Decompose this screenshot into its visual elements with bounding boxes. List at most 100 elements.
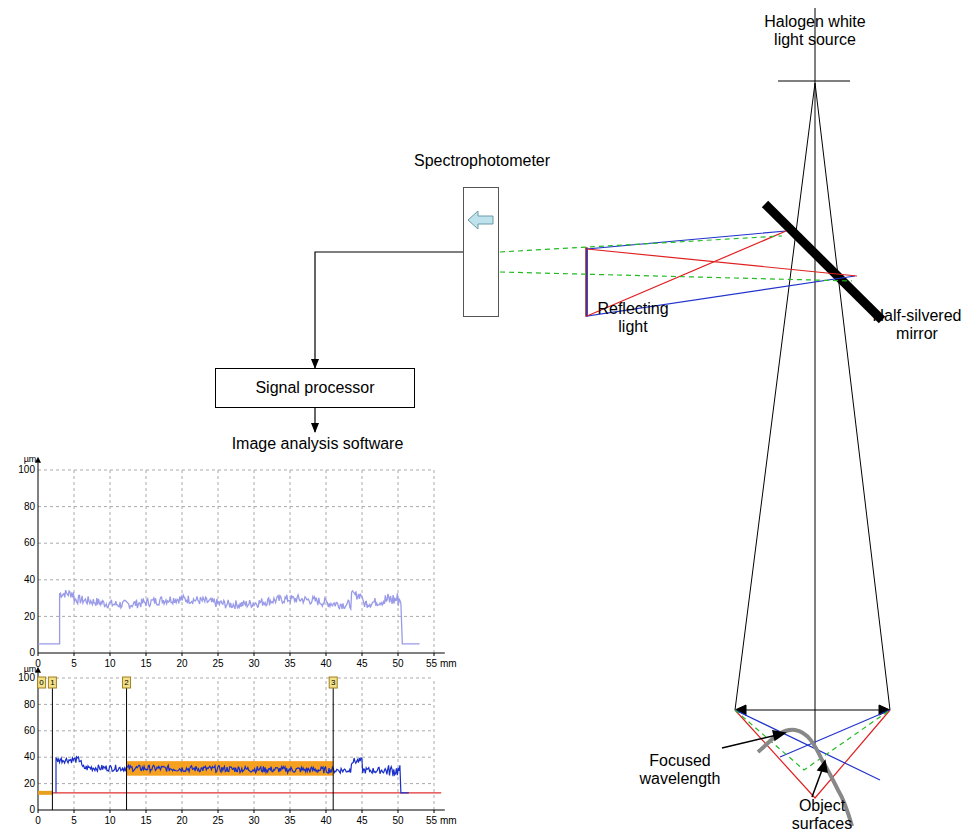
surface-label: Object surfaces: [782, 797, 862, 834]
grid-line: [182, 678, 183, 810]
spectrophotometer-box: Spectrophotometer: [463, 187, 499, 317]
grid-line: [110, 678, 111, 810]
x-tick-label: 35: [284, 815, 295, 827]
grid-line: [182, 470, 183, 653]
cursor-flag: [329, 677, 337, 688]
cursor-line: [126, 678, 127, 810]
cursor-number: 1: [50, 678, 54, 687]
grid-line: [38, 543, 434, 544]
cursor-flag: [38, 677, 46, 688]
x-tick-label: 40: [320, 658, 331, 670]
grid-line: [254, 470, 255, 653]
grid-line: [38, 579, 434, 580]
tick: [326, 810, 327, 813]
grid-line: [38, 616, 434, 617]
tick: [218, 653, 219, 656]
node-text: Image analysis software: [232, 435, 404, 453]
tick: [326, 653, 327, 656]
cursor-number: 0: [39, 678, 43, 687]
node-text: Spectrophotometer: [414, 152, 550, 170]
x-tick-label: 50: [392, 658, 403, 670]
grid-line: [38, 783, 434, 784]
mirror-label: Half-silvered mirror: [870, 307, 965, 344]
x-tick-label: 5: [71, 658, 77, 670]
tick: [74, 810, 75, 813]
profile-curve: [56, 757, 409, 793]
grid-line: [218, 678, 219, 810]
x-tick-label: 50: [392, 815, 403, 827]
y-tick-label: 80: [24, 501, 35, 513]
tick: [398, 810, 399, 813]
tick: [398, 653, 399, 656]
grid-line: [398, 678, 399, 810]
tick: [218, 810, 219, 813]
x-tick-label: 20: [176, 658, 187, 670]
tick: [434, 810, 435, 813]
grid-line: [362, 678, 363, 810]
tick: [254, 653, 255, 656]
y-tick-label: 100: [18, 672, 35, 684]
profile-curve: [38, 590, 420, 644]
y-tick-label: 20: [24, 611, 35, 623]
cursor-flag: [123, 677, 131, 688]
grid-line: [74, 470, 75, 653]
grid-line: [38, 678, 434, 679]
x-tick-label: 45: [356, 658, 367, 670]
tick: [38, 653, 39, 656]
grid-line: [38, 506, 434, 507]
focus-label: Focused wavelength: [633, 752, 728, 789]
tick: [182, 810, 183, 813]
grid-line: [146, 470, 147, 653]
x-tick-label: 25: [212, 658, 223, 670]
grid-line: [74, 678, 75, 810]
cursor-flag: [48, 677, 56, 688]
x-tick-label: 40: [320, 815, 331, 827]
y-axis: [38, 463, 39, 653]
reflected-light-label: Reflecting light: [586, 300, 681, 337]
grid-line: [38, 704, 434, 705]
tick: [362, 810, 363, 813]
grid-line: [38, 730, 434, 731]
tick: [146, 810, 147, 813]
tick: [110, 810, 111, 813]
output-label-node: Image analysis software: [215, 432, 420, 456]
reference-line: [38, 792, 441, 793]
light-source-label: Halogen white light source: [750, 13, 880, 50]
tick: [290, 653, 291, 656]
x-tick-label: 5: [71, 815, 77, 827]
axis-unit: 55 mm: [426, 815, 457, 827]
arrow-icon: [468, 211, 493, 229]
y-tick-label: 20: [24, 778, 35, 790]
arrow-icon: [466, 208, 496, 232]
grid-line: [38, 757, 434, 758]
grid-line: [326, 470, 327, 653]
cursor-line: [333, 678, 334, 810]
x-axis: [38, 653, 445, 654]
tick: [146, 653, 147, 656]
x-tick-label: 15: [140, 658, 151, 670]
y-tick-label: 40: [24, 574, 35, 586]
grid-line: [290, 678, 291, 810]
node-text: Signal processor: [255, 379, 374, 397]
grid-line: [434, 678, 435, 810]
grid-line: [110, 470, 111, 653]
y-tick-label: 0: [29, 647, 35, 659]
reference-marker: [38, 791, 52, 795]
grid-line: [326, 678, 327, 810]
y-tick-label: 40: [24, 751, 35, 763]
tick: [362, 653, 363, 656]
process-box: Signal processor: [215, 368, 415, 408]
cursor-number: 3: [331, 678, 335, 687]
x-tick-label: 15: [140, 815, 151, 827]
grid-line: [290, 470, 291, 653]
tick: [182, 653, 183, 656]
x-tick-label: 25: [212, 815, 223, 827]
grid-line: [254, 678, 255, 810]
y-axis: [38, 673, 39, 810]
grid-line: [218, 470, 219, 653]
tick: [74, 653, 75, 656]
tick: [110, 653, 111, 656]
y-tick-label: 100: [18, 464, 35, 476]
flow-arrow: [315, 252, 463, 368]
